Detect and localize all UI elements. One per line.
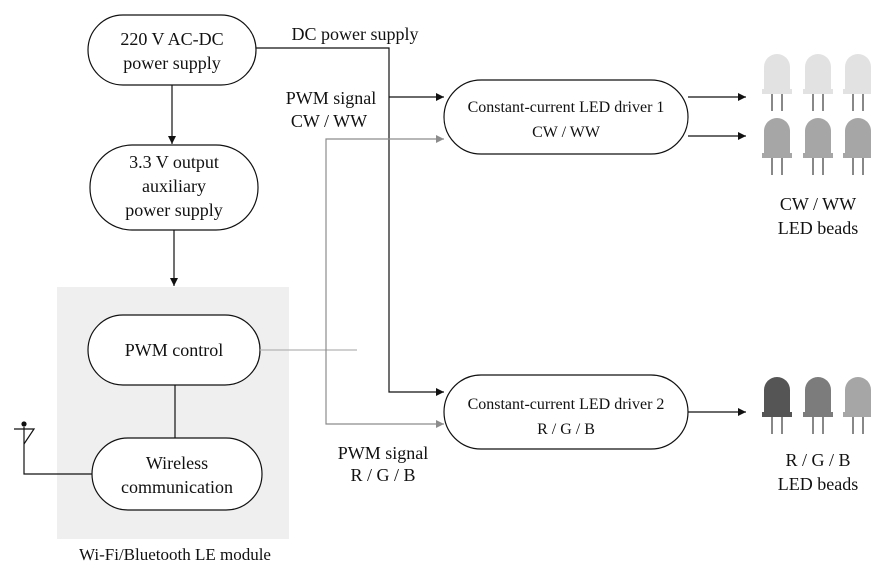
- pwm-rgb-label-line1: PWM signal: [338, 443, 429, 463]
- led-bead-ww-1: [762, 118, 792, 175]
- pwm-cw-ww-label-line1: PWM signal: [286, 88, 377, 108]
- svg-text:220 V AC-DC: 220 V AC-DC: [120, 29, 223, 49]
- pwm-rgb-line: [325, 350, 444, 428]
- led-bead-ww-2: [803, 118, 833, 175]
- svg-text:Constant-current LED driver 2: Constant-current LED driver 2: [468, 396, 665, 413]
- dc-power-supply-label: DC power supply: [292, 24, 419, 44]
- rgb-leds-label-line2: LED beads: [778, 474, 858, 494]
- pwm-control-block: PWM control: [87, 314, 261, 386]
- rgb-leds-label-line1: R / G / B: [785, 450, 850, 470]
- led-driver-1-block: Constant-current LED driver 1 CW / WW: [443, 79, 689, 155]
- module-label: Wi-Fi/Bluetooth LE module: [79, 545, 271, 564]
- led-beads: [762, 54, 871, 434]
- cw-ww-leds-label-line2: LED beads: [778, 218, 858, 238]
- cw-ww-leds-label-line1: CW / WW: [780, 194, 856, 214]
- led-bead-blue: [843, 377, 871, 434]
- led-bead-red: [762, 377, 792, 434]
- auxiliary-power-supply-block: 3.3 V output auxiliary power supply: [89, 144, 259, 231]
- led-driver-2-block: Constant-current LED driver 2 R / G / B: [443, 374, 689, 450]
- svg-text:auxiliary: auxiliary: [142, 176, 206, 196]
- svg-text:power supply: power supply: [123, 53, 221, 73]
- pwm-cw-ww-line: [325, 135, 444, 350]
- svg-text:communication: communication: [121, 477, 233, 497]
- antenna-icon: [14, 421, 92, 475]
- wireless-communication-block: Wireless communication: [91, 437, 263, 511]
- led-bead-ww-3: [843, 118, 871, 175]
- svg-text:CW / WW: CW / WW: [532, 124, 601, 141]
- led-bead-cw-3: [843, 54, 871, 111]
- svg-text:R / G / B: R / G / B: [537, 421, 595, 438]
- pwm-cw-ww-label-line2: CW / WW: [291, 111, 367, 131]
- led-bead-cw-2: [803, 54, 833, 111]
- acdc-power-supply-block: 220 V AC-DC power supply: [87, 14, 257, 86]
- led-bead-cw-1: [762, 54, 792, 111]
- svg-text:3.3 V output: 3.3 V output: [129, 152, 219, 172]
- svg-text:power supply: power supply: [125, 200, 223, 220]
- svg-text:PWM control: PWM control: [125, 340, 224, 360]
- led-bead-green: [803, 377, 833, 434]
- pwm-rgb-label-line2: R / G / B: [350, 465, 415, 485]
- dc-power-line: [256, 47, 444, 396]
- svg-text:Wireless: Wireless: [146, 453, 208, 473]
- svg-text:Constant-current LED driver 1: Constant-current LED driver 1: [468, 99, 665, 116]
